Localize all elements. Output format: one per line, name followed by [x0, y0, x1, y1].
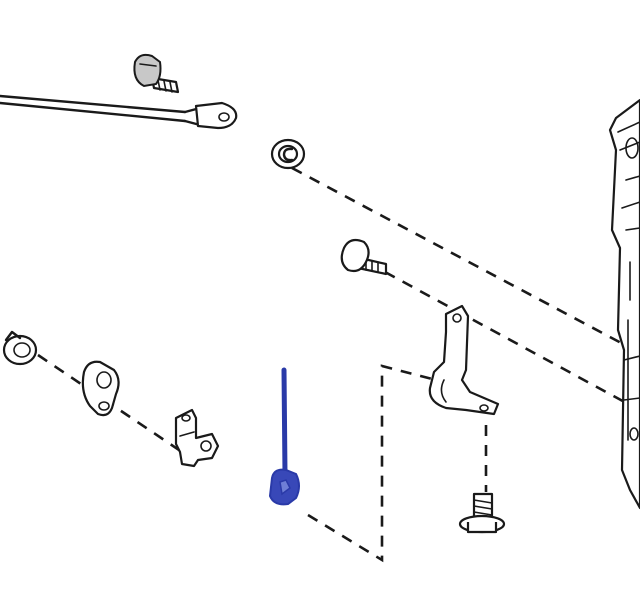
- screw-icon: [340, 238, 388, 276]
- rod-with-clip-icon[interactable]: [268, 367, 300, 506]
- bolt-icon: [133, 53, 180, 94]
- bracket-icon: [428, 304, 500, 416]
- clip-washer-icon: [270, 138, 306, 170]
- flange-bolt-icon: [458, 492, 506, 534]
- lock-lever-icon: [174, 408, 220, 468]
- assembly-leader-lines: [37, 166, 631, 563]
- small-clip-icon: [2, 330, 38, 366]
- bushing-icon: [81, 360, 120, 417]
- door-panel-icon: [608, 98, 640, 510]
- long-rod-with-eye-icon: [0, 94, 238, 130]
